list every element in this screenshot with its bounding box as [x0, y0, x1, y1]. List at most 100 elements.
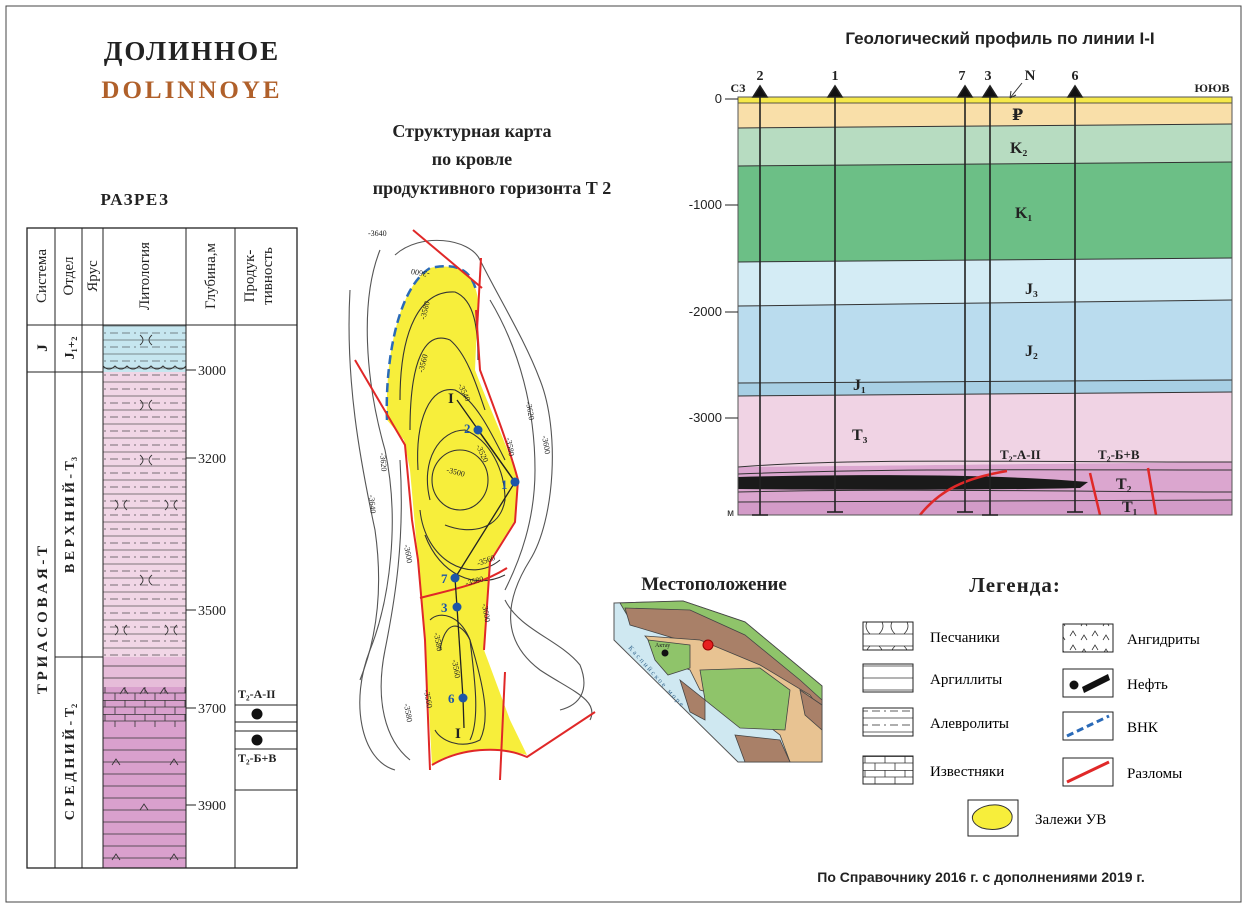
series-middle-t2: С Р Е Д Н И Й - Т₂	[61, 704, 78, 821]
header-productivity-2: тивность	[260, 247, 276, 305]
well-triangle-icon	[956, 84, 974, 98]
well-triangle-icon	[981, 84, 999, 98]
contour-label: -3600	[410, 267, 430, 279]
profile-title: Геологический профиль по линии I-I	[845, 29, 1154, 48]
depth-label: 3700	[198, 702, 226, 717]
contour-labels: -3640 -3600 -3580 -3560 -3540 -3520 -350…	[367, 229, 552, 723]
map-title-line: Структурная карта	[392, 121, 551, 141]
profile-well-label: 3	[985, 69, 992, 84]
profile-well-label: 2	[757, 69, 764, 84]
oil-dot-icon	[251, 734, 263, 746]
geological-profile: 2 1 7 3 6 СЗ ЮЮВ N 0 -1000 -2000 -3000 м…	[689, 68, 1233, 519]
header-depth: Глубина,м	[203, 243, 219, 309]
series-upper-t3: В Е Р Х Н И Й - Т₃	[61, 457, 78, 573]
header-lithology: Литология	[137, 242, 153, 310]
contour-label: -3560	[422, 689, 434, 709]
well-marker	[450, 573, 460, 583]
legend-item-anhydrite: Ангидриты	[1062, 623, 1200, 653]
header-system: Система	[34, 249, 50, 303]
section-title: РАЗРЕЗ	[101, 190, 170, 209]
legend-item-owc: ВНК	[1062, 711, 1159, 741]
legend-item-sandstone: Песчаники	[862, 621, 1000, 651]
well-label: 3	[441, 600, 448, 615]
legend-label: ВНК	[1127, 720, 1159, 736]
legend-label: Алевролиты	[930, 716, 1009, 732]
location-map: Актау Каспийское море	[613, 600, 823, 763]
legend-item-argillite: Аргиллиты	[862, 663, 1002, 693]
system-triassic: Т Р И А С О В А Я - Т	[35, 546, 51, 694]
productivity-markers: Т₂-А-II Т₂-Б+В	[238, 687, 276, 765]
column-headers: Система Отдел Ярус Литология Глубина,м П…	[34, 242, 276, 310]
horizon-label: T₂-А-II	[1000, 447, 1041, 462]
well-marker	[473, 425, 483, 435]
layer-label: J₁	[853, 377, 866, 394]
y-tick-label: 0	[715, 91, 722, 106]
legend: Песчаники Аргиллиты Алевролиты Известняк…	[862, 621, 1200, 837]
city-label: Актау	[655, 643, 670, 649]
contour-label: -3580	[402, 703, 414, 723]
legend-label: Нефть	[1127, 677, 1168, 693]
legend-item-limestone: Известняки	[862, 755, 1004, 785]
horizon-t2-b-v: Т₂-Б+В	[238, 751, 276, 765]
well-label: 2	[464, 421, 471, 436]
legend-label: Разломы	[1127, 766, 1182, 782]
source-note: По Справочнику 2016 г. с дополнениями 20…	[817, 869, 1145, 885]
owc-line	[385, 264, 478, 421]
column-units: J Т Р И А С О В А Я - Т J₁₊₂ В Е Р Х Н И…	[35, 337, 78, 821]
legend-item-oil: Нефть	[1062, 668, 1168, 698]
series-j12: J₁₊₂	[63, 337, 78, 360]
contour-label: -3600	[540, 435, 552, 455]
contour-label: -3600	[480, 603, 492, 623]
contour-label: -3640	[368, 229, 387, 238]
legend-item-deposits: Залежи УВ	[967, 799, 1106, 837]
contour-label: -3580	[432, 632, 444, 652]
frame	[5, 5, 1242, 903]
well-marker	[458, 693, 468, 703]
well-label: 1	[501, 477, 508, 492]
profile-well-label: 7	[959, 69, 966, 84]
profile-y-axis: 0 -1000 -2000 -3000 м	[689, 91, 738, 519]
profile-line-label: I	[448, 391, 454, 407]
profile-well-label: 1	[832, 69, 839, 84]
contour-label: -3640	[367, 494, 378, 513]
arrow-icon	[1009, 82, 1023, 99]
well-triangle-icon	[826, 84, 844, 98]
contour-label: -3600	[402, 544, 414, 564]
header-productivity-1: Продук-	[242, 250, 258, 303]
system-j: J	[35, 344, 51, 352]
layer-label: T₁	[1122, 499, 1138, 516]
header-stage: Ярус	[85, 260, 101, 292]
hydrocarbon-deposit	[386, 266, 527, 765]
profile-well-label: 6	[1072, 69, 1079, 84]
profile-direction-left: СЗ	[731, 81, 746, 95]
layer-label: J₃	[1025, 281, 1038, 298]
oil-deposit	[738, 475, 1088, 490]
layer-label: J₂	[1025, 343, 1038, 360]
legend-label: Аргиллиты	[930, 672, 1002, 688]
well-triangle-icon	[1066, 84, 1084, 98]
depth-label: 3500	[198, 604, 226, 619]
contour-label: -3560	[450, 659, 462, 679]
legend-item-siltstone: Алевролиты	[862, 707, 1009, 737]
city-marker	[661, 649, 669, 657]
structural-map: 2 1 7 3 6 I I -3640 -3600 -3580 -3560 -3…	[348, 229, 596, 781]
y-tick-label: -2000	[689, 304, 722, 319]
legend-label: Известняки	[930, 764, 1004, 780]
well-label: 7	[441, 571, 448, 586]
well-label: 6	[448, 691, 455, 706]
field-location-marker	[702, 639, 714, 651]
profile-line-label: I	[455, 726, 461, 742]
well-marker	[510, 477, 520, 487]
map-title-line: продуктивного горизонта Т 2	[373, 178, 612, 198]
legend-label: Залежи УВ	[1035, 812, 1106, 828]
neogene-label: N	[1025, 68, 1036, 84]
location-title: Местоположение	[641, 574, 787, 595]
legend-item-faults: Разломы	[1062, 757, 1182, 787]
horizon-label: T₂-Б+В	[1098, 447, 1140, 462]
contour-label: -3620	[524, 401, 536, 421]
map-title-line: по кровле	[432, 149, 512, 169]
depth-label: 3000	[198, 364, 226, 379]
horizon-t2-a-ii: Т₂-А-II	[238, 687, 276, 701]
structural-map-title: Структурная карта по кровле продуктивног…	[373, 121, 612, 198]
